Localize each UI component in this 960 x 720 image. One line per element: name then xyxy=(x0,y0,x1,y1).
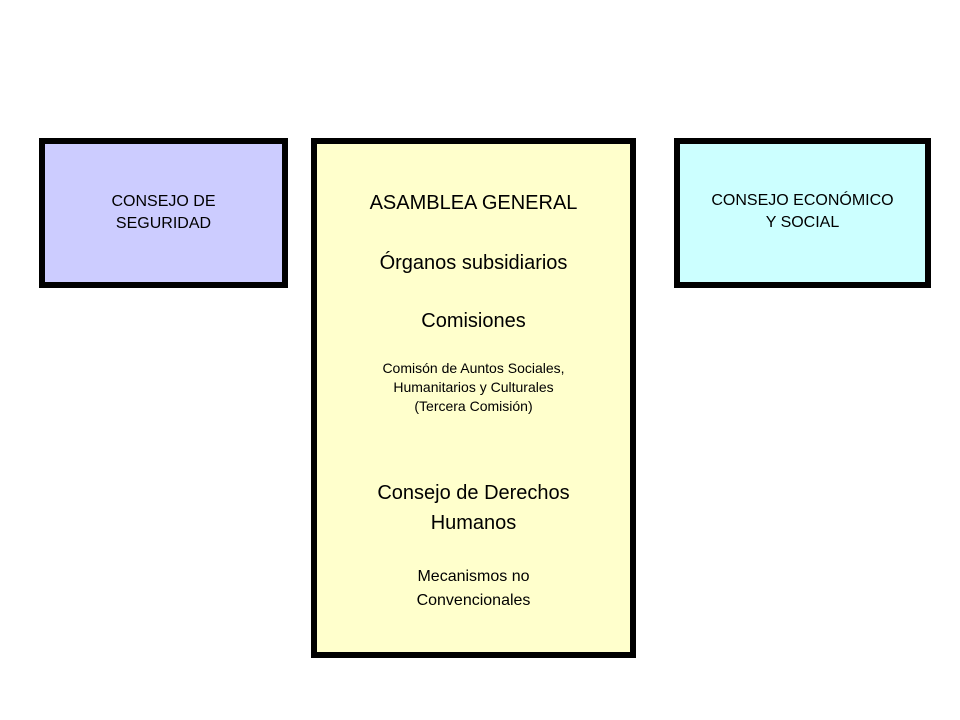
subsidiary-organs-label: Órganos subsidiarios xyxy=(379,252,568,274)
third-committee-line3: (Tercera Comisión) xyxy=(414,398,533,414)
ecosoc-line2: Y SOCIAL xyxy=(765,214,840,231)
ecosoc-label: CONSEJO ECONÓMICO Y SOCIAL xyxy=(711,190,893,234)
security-council-box: CONSEJO DE SEGURIDAD xyxy=(39,138,288,288)
non-conventional-mechanisms-label: Mecanismos no Convencionales xyxy=(317,565,630,613)
human-rights-council-line2: Humanos xyxy=(430,512,517,534)
third-committee-label: Comisón de Auntos Sociales, Humanitarios… xyxy=(317,359,630,416)
mechanisms-line2: Convencionales xyxy=(416,592,531,609)
security-council-label: CONSEJO DE SEGURIDAD xyxy=(111,191,215,235)
mechanisms-line1: Mecanismos no xyxy=(417,568,530,585)
ecosoc-line1: CONSEJO ECONÓMICO xyxy=(711,192,894,209)
ecosoc-box: CONSEJO ECONÓMICO Y SOCIAL xyxy=(674,138,931,288)
general-assembly-box: ASAMBLEA GENERAL Órganos subsidiarios Co… xyxy=(311,138,636,658)
third-committee-line1: Comisón de Auntos Sociales, xyxy=(382,360,565,376)
human-rights-council-label: Consejo de Derechos Humanos xyxy=(317,478,630,538)
general-assembly-title: ASAMBLEA GENERAL xyxy=(369,192,578,214)
security-council-line1: CONSEJO DE xyxy=(111,193,216,210)
human-rights-council-line1: Consejo de Derechos xyxy=(377,482,570,504)
commissions-label: Comisiones xyxy=(421,310,526,332)
security-council-line2: SEGURIDAD xyxy=(115,215,212,232)
third-committee-line2: Humanitarios y Culturales xyxy=(393,379,554,395)
